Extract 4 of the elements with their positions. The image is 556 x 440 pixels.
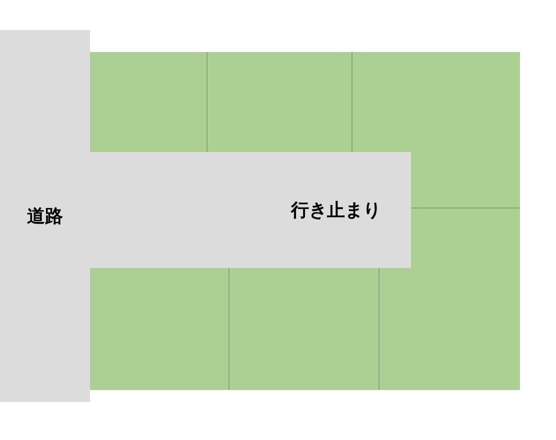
road-area [90, 152, 411, 268]
road-area [0, 30, 90, 402]
road-label: 道路 [27, 205, 63, 228]
road-label: 行き止まり [291, 199, 381, 222]
